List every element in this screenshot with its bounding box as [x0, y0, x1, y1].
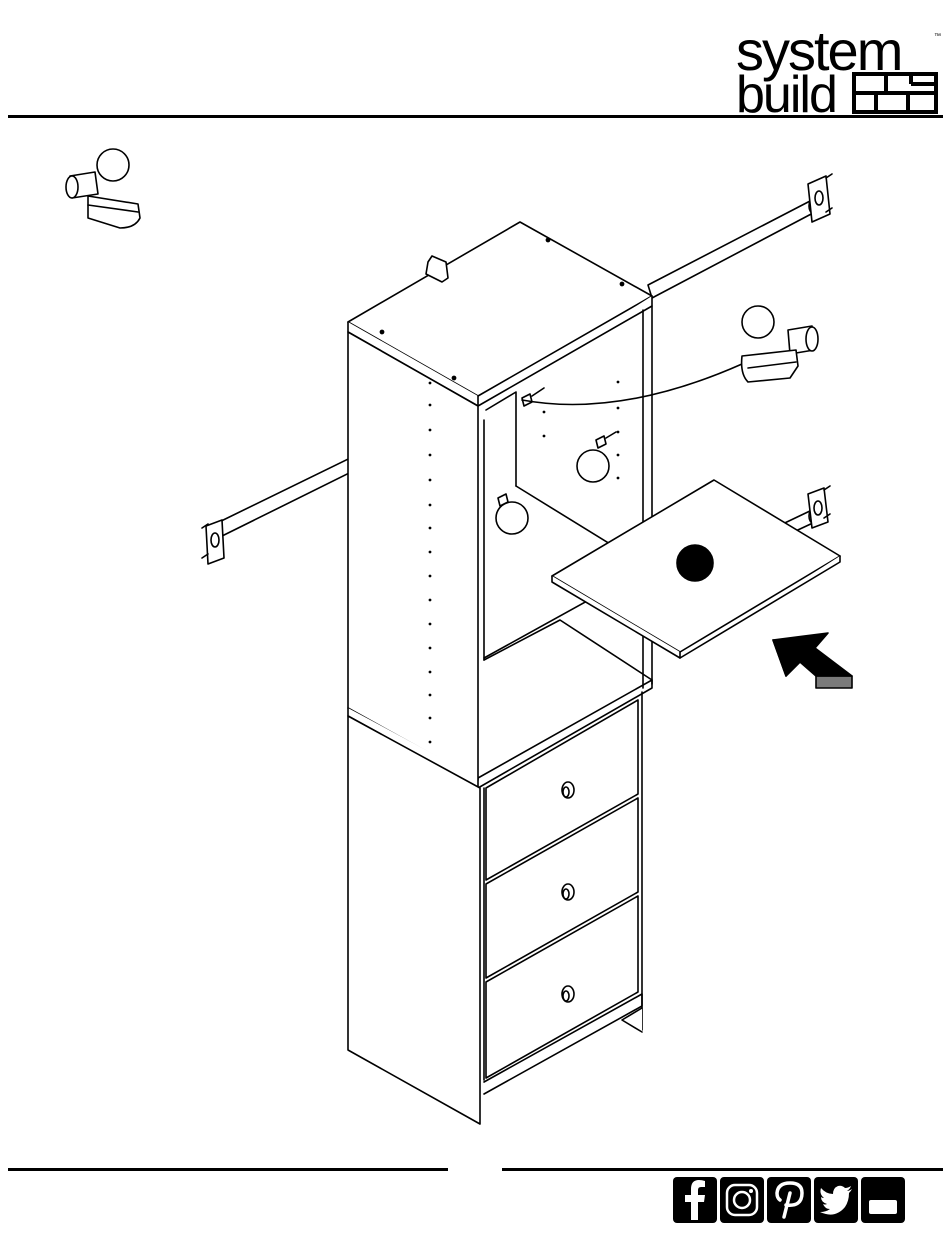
hanging-rod-top-right	[648, 174, 832, 298]
logo-trademark: ™	[934, 33, 941, 40]
insert-direction-arrow	[773, 633, 852, 688]
twitter-icon[interactable]	[814, 1177, 858, 1223]
shelf-panel	[552, 480, 840, 658]
header-rule	[8, 115, 943, 118]
shelf-pin-detail-right	[742, 306, 818, 382]
footer-rule-left	[8, 1168, 448, 1171]
youtube-icon[interactable]	[861, 1177, 905, 1223]
lower-drawer-cabinet	[348, 692, 642, 1124]
system-build-logo: system ™ build	[736, 26, 944, 116]
facebook-icon[interactable]	[673, 1177, 717, 1223]
shelf-pin-detail-topleft	[66, 149, 140, 228]
social-icons	[673, 1177, 905, 1225]
footer-rule-right	[502, 1168, 943, 1171]
logo-text-build: build	[736, 66, 836, 116]
assembly-illustration	[0, 120, 950, 1160]
pinterest-icon[interactable]	[767, 1177, 811, 1223]
instagram-icon[interactable]	[720, 1177, 764, 1223]
step-marker-dot	[677, 545, 713, 581]
